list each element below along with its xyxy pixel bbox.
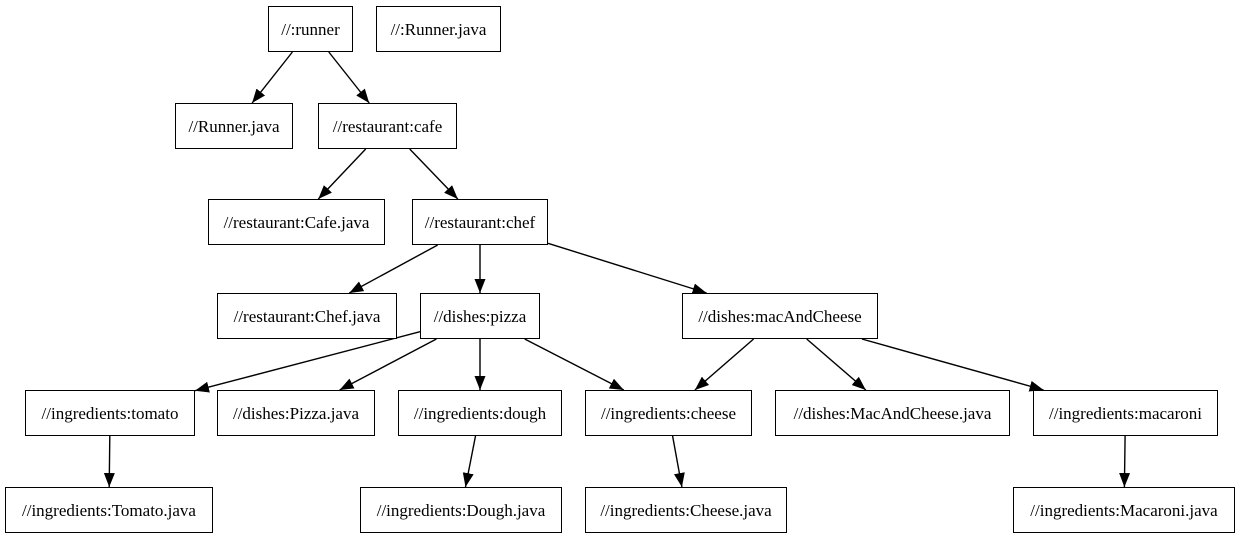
graph-node-label: //ingredients:Macaroni.java (1030, 500, 1218, 520)
graph-node-chef-java: //restaurant:Chef.java (217, 293, 397, 339)
graph-node-macaroni-java: //ingredients:Macaroni.java (1013, 487, 1235, 533)
graph-node-tomato: //ingredients:tomato (25, 390, 195, 436)
graph-node-label: //ingredients:macaroni (1049, 403, 1202, 423)
graph-node-label: //ingredients:Dough.java (376, 500, 546, 520)
graph-node-label: //ingredients:cheese (600, 403, 736, 423)
graph-node-label: //dishes:macAndCheese (698, 306, 862, 326)
edge-mac-and-cheese-to-macaroni (861, 338, 1044, 392)
edge-macaroni-to-macaroni-java (1119, 435, 1131, 488)
edge-dough-to-dough-java (462, 435, 477, 488)
graph-node-pizza: //dishes:pizza (420, 293, 540, 339)
edge-cafe-to-chef (409, 148, 459, 200)
graph-node-cheese: //ingredients:cheese (585, 390, 752, 436)
graph-node-label: //ingredients:tomato (41, 403, 179, 423)
graph-node-label: //ingredients:dough (413, 403, 547, 423)
edge-pizza-to-cheese (524, 338, 625, 391)
edge-pizza-to-pizza-java (339, 338, 437, 391)
edge-pizza-to-tomato (194, 331, 421, 393)
graph-node-label: //:runner (281, 19, 340, 39)
graph-node-pizza-java: //dishes:Pizza.java (217, 390, 375, 436)
graph-node-tomato-java: //ingredients:Tomato.java (5, 487, 213, 533)
graph-node-label: //ingredients:Cheese.java (600, 500, 772, 520)
edge-cheese-to-cheese-java (671, 435, 685, 488)
graph-node-chef: //restaurant:chef (412, 199, 548, 245)
edge-mac-and-cheese-to-mac-and-cheese-java (806, 338, 867, 391)
graph-node-label: //dishes:Pizza.java (232, 403, 360, 423)
graph-node-label: //restaurant:Chef.java (233, 306, 381, 326)
graph-node-label: //restaurant:Cafe.java (223, 212, 370, 232)
edge-cafe-to-cafe-java (317, 148, 367, 200)
graph-node-label: //Runner.java (188, 116, 280, 136)
graph-node-label: //restaurant:chef (424, 212, 536, 232)
graph-node-cafe: //restaurant:cafe (318, 103, 457, 149)
graph-node-label: //:Runner.java (390, 19, 487, 39)
graph-node-label: //restaurant:cafe (332, 116, 443, 136)
graph-node-dough: //ingredients:dough (398, 390, 562, 436)
edge-tomato-to-tomato-java (103, 435, 115, 488)
graph-node-macaroni: //ingredients:macaroni (1033, 390, 1218, 436)
edge-runner-to-runner-java (251, 51, 293, 104)
edge-chef-to-chef-java (348, 244, 439, 294)
graph-node-mac-and-cheese: //dishes:macAndCheese (682, 293, 878, 339)
graph-node-mac-and-cheese-java: //dishes:MacAndCheese.java (775, 390, 1010, 436)
graph-node-cheese-java: //ingredients:Cheese.java (585, 487, 787, 533)
graph-node-label: //dishes:MacAndCheese.java (793, 403, 992, 423)
graph-node-cafe-java: //restaurant:Cafe.java (208, 199, 385, 245)
edge-mac-and-cheese-to-cheese (694, 338, 755, 391)
graph-node-runner-java-root: //:Runner.java (376, 6, 501, 52)
graph-node-dough-java: //ingredients:Dough.java (360, 487, 562, 533)
edge-runner-to-cafe (328, 51, 370, 104)
graph-node-runner-java: //Runner.java (175, 103, 293, 149)
edge-chef-to-mac-and-cheese (547, 242, 707, 295)
graph-node-label: //ingredients:Tomato.java (22, 500, 196, 520)
graph-node-label: //dishes:pizza (433, 306, 527, 326)
graph-node-runner: //:runner (268, 6, 353, 52)
